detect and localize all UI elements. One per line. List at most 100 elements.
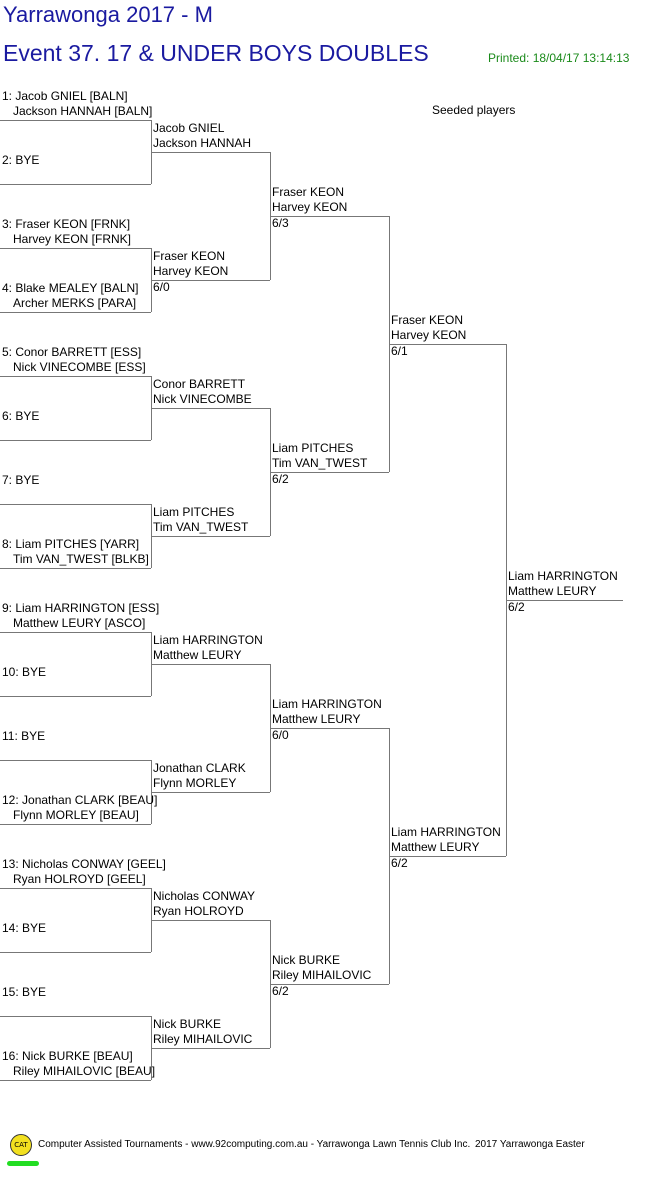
winner-line1: Jonathan CLARK bbox=[153, 761, 246, 775]
winner-line2: Harvey KEON bbox=[272, 200, 348, 214]
bracket-line bbox=[0, 568, 151, 569]
entrant-line2: Tim VAN_TWEST [BLKB] bbox=[13, 552, 149, 566]
winner-line2: Harvey KEON bbox=[153, 264, 229, 278]
bracket-line bbox=[0, 1080, 151, 1081]
match-score: 6/2 bbox=[508, 600, 525, 614]
match-score: 6/0 bbox=[272, 728, 289, 742]
winner-line2: Matthew LEURY bbox=[272, 712, 361, 726]
bracket-line bbox=[0, 632, 151, 633]
entrant-line2: Flynn MORLEY [BEAU] bbox=[13, 808, 139, 822]
bracket-line bbox=[270, 984, 389, 985]
winner-line1: Liam HARRINGTON bbox=[272, 697, 382, 711]
winner-line1: Jacob GNIEL bbox=[153, 121, 225, 135]
winner-line1: Liam HARRINGTON bbox=[508, 569, 618, 583]
bracket-line bbox=[0, 376, 151, 377]
entrant-line2: Jackson HANNAH [BALN] bbox=[13, 104, 153, 118]
winner-line1: Liam PITCHES bbox=[272, 441, 354, 455]
entrant-line1: 1: Jacob GNIEL [BALN] bbox=[2, 89, 128, 103]
seeded-players-label: Seeded players bbox=[432, 103, 516, 117]
tournament-title: Yarrawonga 2017 - M bbox=[3, 2, 213, 27]
bracket-line bbox=[0, 504, 151, 505]
winner-line2: Jackson HANNAH bbox=[153, 136, 252, 150]
bracket-line bbox=[151, 664, 270, 665]
winner-line2: Matthew LEURY bbox=[153, 648, 242, 662]
cat-logo-icon: CAT bbox=[10, 1134, 32, 1156]
entrant-line1: 12: Jonathan CLARK [BEAU] bbox=[2, 793, 158, 807]
winner-line1: Nick BURKE bbox=[272, 953, 341, 967]
bracket-line bbox=[151, 1048, 270, 1049]
entrant-line1: 7: BYE bbox=[2, 473, 40, 487]
winner-line2: Matthew LEURY bbox=[508, 584, 597, 598]
entrant-line1: 10: BYE bbox=[2, 665, 47, 679]
winner-line1: Fraser KEON bbox=[153, 249, 226, 263]
bracket-line bbox=[270, 472, 389, 473]
bracket-line bbox=[0, 184, 151, 185]
entrant-line1: 5: Conor BARRETT [ESS] bbox=[2, 345, 142, 359]
match-score: 6/3 bbox=[272, 216, 289, 230]
bracket-line bbox=[389, 344, 506, 345]
entrant-line2: Harvey KEON [FRNK] bbox=[13, 232, 132, 246]
winner-line2: Nick VINECOMBE bbox=[153, 392, 252, 406]
entrant-line1: 2: BYE bbox=[2, 153, 40, 167]
bracket-line bbox=[151, 408, 270, 409]
entrant-line1: 11: BYE bbox=[2, 729, 46, 743]
entrant-line1: 4: Blake MEALEY [BALN] bbox=[2, 281, 139, 295]
bracket-line bbox=[270, 728, 389, 729]
match-score: 6/2 bbox=[272, 472, 289, 486]
entrant-line1: 9: Liam HARRINGTON [ESS] bbox=[2, 601, 160, 615]
match-score: 6/2 bbox=[272, 984, 289, 998]
bracket-line bbox=[0, 120, 151, 121]
footer-event-name: 2017 Yarrawonga Easter bbox=[475, 1139, 585, 1150]
entrant-line1: 15: BYE bbox=[2, 985, 47, 999]
bracket-line bbox=[0, 952, 151, 953]
bracket-line bbox=[151, 536, 270, 537]
footer-credit: Computer Assisted Tournaments - www.92co… bbox=[38, 1139, 471, 1150]
entrant-line2: Riley MIHAILOVIC [BEAU] bbox=[13, 1064, 156, 1078]
entrant-line1: 14: BYE bbox=[2, 921, 47, 935]
bracket-line bbox=[0, 1016, 151, 1017]
bracket-line bbox=[0, 312, 151, 313]
bracket-line bbox=[151, 920, 270, 921]
event-title: Event 37. 17 & UNDER BOYS DOUBLES bbox=[3, 40, 429, 66]
winner-line2: Riley MIHAILOVIC bbox=[153, 1032, 253, 1046]
bracket-line bbox=[151, 152, 270, 153]
entrant-line1: 8: Liam PITCHES [YARR] bbox=[2, 537, 140, 551]
winner-line2: Tim VAN_TWEST bbox=[272, 456, 368, 470]
bracket-line bbox=[506, 600, 623, 601]
winner-line1: Fraser KEON bbox=[391, 313, 464, 327]
entrant-line1: 13: Nicholas CONWAY [GEEL] bbox=[2, 857, 166, 871]
bracket-line bbox=[0, 248, 151, 249]
winner-line1: Liam PITCHES bbox=[153, 505, 235, 519]
match-score: 6/0 bbox=[153, 280, 170, 294]
match-score: 6/2 bbox=[391, 856, 408, 870]
bracket-line bbox=[0, 888, 151, 889]
printed-timestamp: Printed: 18/04/17 13:14:13 bbox=[488, 51, 630, 65]
entrant-line2: Nick VINECOMBE [ESS] bbox=[13, 360, 146, 374]
winner-line1: Fraser KEON bbox=[272, 185, 345, 199]
winner-line1: Nicholas CONWAY bbox=[153, 889, 256, 903]
bracket-line bbox=[0, 696, 151, 697]
winner-line1: Conor BARRETT bbox=[153, 377, 246, 391]
winner-line2: Riley MIHAILOVIC bbox=[272, 968, 372, 982]
winner-line2: Harvey KEON bbox=[391, 328, 467, 342]
winner-line2: Tim VAN_TWEST bbox=[153, 520, 249, 534]
winner-line2: Flynn MORLEY bbox=[153, 776, 237, 790]
winner-line2: Matthew LEURY bbox=[391, 840, 480, 854]
bracket-line bbox=[0, 760, 151, 761]
winner-line1: Nick BURKE bbox=[153, 1017, 222, 1031]
bracket-line bbox=[0, 440, 151, 441]
entrant-line2: Matthew LEURY [ASCO] bbox=[13, 616, 146, 630]
entrant-line2: Ryan HOLROYD [GEEL] bbox=[13, 872, 146, 886]
entrant-line1: 6: BYE bbox=[2, 409, 40, 423]
bracket-line bbox=[151, 792, 270, 793]
match-score: 6/1 bbox=[391, 344, 408, 358]
winner-line1: Liam HARRINGTON bbox=[153, 633, 263, 647]
bracket-line bbox=[270, 216, 389, 217]
winner-line2: Ryan HOLROYD bbox=[153, 904, 244, 918]
bracket-line bbox=[151, 280, 270, 281]
bracket-line bbox=[0, 824, 151, 825]
entrant-line2: Archer MERKS [PARA] bbox=[13, 296, 137, 310]
logo-underline bbox=[7, 1161, 39, 1166]
bracket-line bbox=[389, 856, 506, 857]
entrant-line1: 16: Nick BURKE [BEAU] bbox=[2, 1049, 133, 1063]
